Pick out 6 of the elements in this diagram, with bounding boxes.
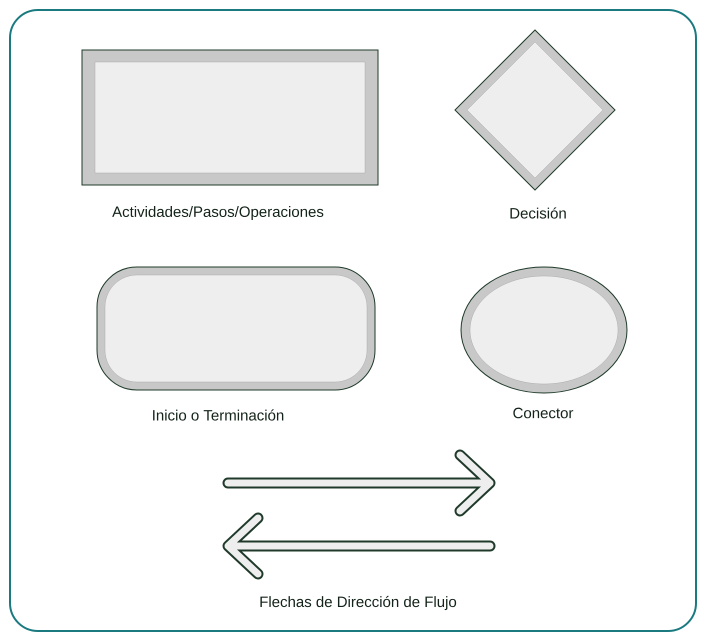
node-label: Decisión	[510, 207, 566, 219]
process-box: Actividades/Pasos/Operaciones	[82, 50, 378, 220]
node-label: Inicio o Terminación	[153, 409, 284, 421]
node-label: Actividades/Pasos/Operaciones	[112, 206, 324, 220]
caption: Flechas de Dirección de Flujo	[260, 596, 456, 610]
node-label: Conector	[513, 408, 574, 418]
